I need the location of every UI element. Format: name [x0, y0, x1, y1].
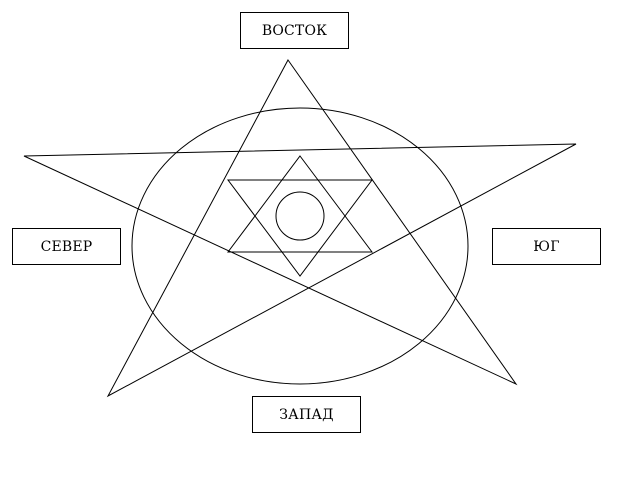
label-box-right: ЮГ: [492, 228, 601, 265]
label-box-left: СЕВЕР: [12, 228, 121, 265]
label-box-bottom: ЗАПАД: [252, 396, 361, 433]
label-box-top: ВОСТОК: [240, 12, 349, 49]
label-bottom-text: ЗАПАД: [279, 406, 334, 423]
label-top-text: ВОСТОК: [261, 22, 328, 39]
pentagram: [23, 59, 577, 398]
label-left-text: СЕВЕР: [40, 238, 93, 255]
outer-ellipse: [131, 107, 469, 385]
label-right-text: ЮГ: [533, 238, 560, 255]
inner-circle: [275, 191, 325, 241]
hexagram-down-triangle: [227, 179, 373, 277]
hexagram-up-triangle: [227, 155, 373, 253]
